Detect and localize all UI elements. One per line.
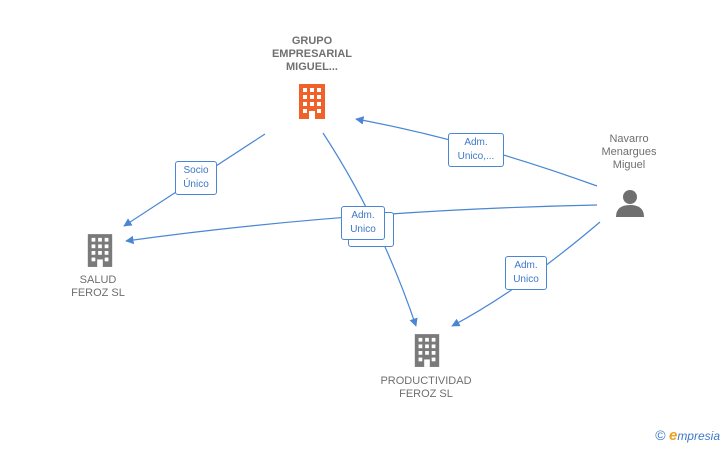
node-navarro-menargues[interactable]: Navarro Menargues Miguel [584, 133, 674, 172]
building-icon[interactable] [412, 334, 442, 368]
edge-label-adm-unico-navarro-grupo[interactable]: Adm. Unico,... [448, 133, 504, 167]
building-icon[interactable] [296, 84, 328, 120]
edge-label-socio-unico[interactable]: Socio Único [175, 161, 217, 195]
node-navarro-label[interactable]: Navarro Menargues Miguel [601, 133, 657, 171]
brand-name: mpresia [677, 429, 720, 443]
node-salud-label[interactable]: SALUD FEROZ SL [71, 274, 125, 299]
node-grupo-empresarial[interactable]: GRUPO EMPRESARIAL MIGUEL... [248, 35, 376, 74]
node-grupo-label[interactable]: GRUPO EMPRESARIAL MIGUEL... [271, 35, 353, 73]
node-productividad-feroz[interactable]: PRODUCTIVIDAD FEROZ SL [366, 375, 486, 401]
edge-label-adm-unico-center[interactable]: Adm. Unico [341, 206, 385, 240]
node-salud-feroz[interactable]: SALUD FEROZ SL [48, 274, 148, 300]
node-productividad-label[interactable]: PRODUCTIVIDAD FEROZ SL [380, 375, 472, 400]
building-icon[interactable] [85, 234, 115, 268]
person-icon[interactable] [614, 188, 646, 218]
copyright-icon: © [655, 427, 666, 443]
brand-initial: e [668, 427, 678, 444]
empresia-watermark: © empresia [655, 427, 720, 444]
edge-label-adm-unico-navarro-prod[interactable]: Adm. Unico [505, 256, 547, 290]
